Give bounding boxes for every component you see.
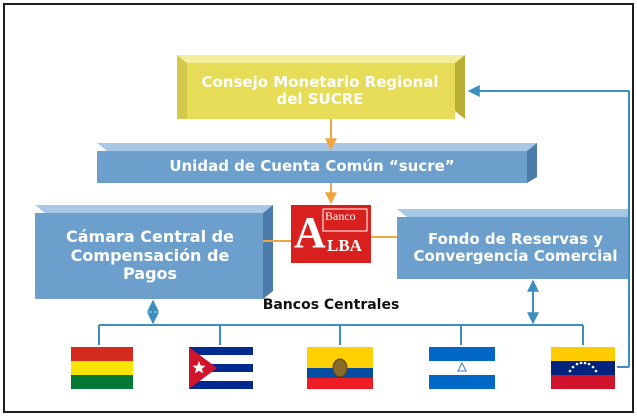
camara-label: Cámara Central de Compensación de Pagos [66, 227, 234, 284]
consejo-box [177, 55, 465, 119]
flag-ecuador [307, 347, 373, 389]
unidad-label: Unidad de Cuenta Común “sucre” [169, 157, 455, 176]
nicaragua-emblem-icon [457, 361, 467, 372]
consejo-label: Consejo Monetario Regional del SUCRE [201, 72, 439, 108]
unidad-box [97, 143, 537, 183]
diagram-canvas [35, 55, 630, 389]
logo-banco-text: Banco [325, 209, 356, 223]
flag-nicaragua [429, 347, 495, 389]
fondo-label: Fondo de Reservas y Convergencia Comerci… [413, 229, 618, 265]
cuba-star-icon [192, 361, 206, 374]
diagram-frame: Consejo Monetario Regional del SUCRE Uni… [3, 3, 634, 413]
camara-box [35, 205, 273, 299]
bancos-centrales-label: Bancos Centrales [262, 297, 400, 313]
flag-bolivia [71, 347, 133, 389]
flag-cuba [189, 347, 253, 389]
flag-venezuela [551, 347, 615, 389]
logo-a-mark: A [294, 208, 326, 257]
fondo-box [397, 209, 630, 279]
logo-lba-text: LBA [327, 236, 362, 255]
venezuela-stars-icon [568, 361, 598, 373]
banco-alba-logo [291, 205, 371, 263]
ecuador-coat-of-arms-icon [332, 358, 348, 378]
